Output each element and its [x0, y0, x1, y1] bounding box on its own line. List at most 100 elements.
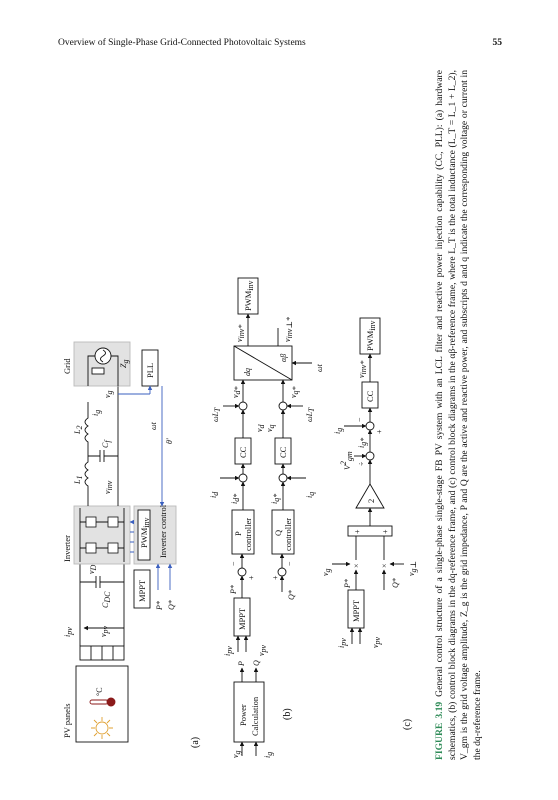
vq-star-label: vq* — [289, 386, 300, 398]
panel-b-label: (b) — [282, 708, 293, 720]
id-label: id — [209, 491, 220, 498]
figure-caption: FIGURE 3.19General control structure of … — [434, 70, 498, 760]
pwm-label-c: PWMinv — [365, 320, 377, 351]
pwm-label-a: PWMinv — [139, 517, 151, 548]
omega-t-label-b: ωt — [315, 363, 324, 372]
panel-c: (c) MPPT ipv vpv P* × vg Q* × vg⊥ — [321, 317, 418, 730]
ipv-label-c: ipv — [337, 638, 348, 648]
svg-text:×: × — [380, 563, 389, 568]
svg-text:Calculation: Calculation — [250, 696, 260, 736]
vd-star-label: vd* — [231, 386, 242, 398]
svg-text:+: + — [381, 529, 390, 534]
svg-text:CC: CC — [238, 446, 248, 458]
l2-label: L2 — [73, 426, 84, 435]
svg-text:P: P — [233, 531, 243, 536]
vg-label-a: vg — [103, 390, 114, 398]
cdc-label: CDC — [101, 591, 112, 608]
vinv-star-label-c: vinv* — [357, 361, 368, 378]
divide-junction — [365, 451, 375, 461]
inverter-bridge — [73, 505, 131, 565]
theta-label: θ' — [165, 438, 174, 444]
vpv-label-b: vpv — [257, 644, 268, 656]
vq-label: vq — [265, 424, 276, 432]
pv-panels-frame — [75, 665, 129, 743]
ig-label-a: ig — [91, 410, 102, 416]
panel-b: Power Calculation vg ig P Q (b) MPPT ipv… — [209, 277, 324, 758]
pwm-block-c — [359, 317, 381, 355]
ig-label-c: ig — [333, 428, 344, 434]
p-label-b: P — [237, 661, 246, 667]
svg-text:MPPT: MPPT — [351, 599, 361, 622]
vd-label: vd — [255, 423, 266, 432]
svg-text:−: − — [285, 561, 294, 566]
svg-text:MPPT: MPPT — [237, 607, 247, 630]
running-head: Overview of Single-Phase Grid-Connected … — [58, 38, 502, 52]
vg-label-c: vg — [321, 568, 332, 576]
svg-text:+: + — [247, 575, 256, 580]
pwm-label-b: PWMinv — [243, 280, 255, 311]
svg-text:CC: CC — [278, 446, 288, 458]
vinv-label: vinv — [103, 480, 114, 494]
panel-c-label: (c) — [402, 719, 413, 730]
panel-a-label: (a) — [190, 737, 201, 748]
vg-label-b: vg — [231, 750, 242, 758]
svg-text:Power: Power — [238, 704, 248, 726]
svg-text:controller: controller — [243, 518, 253, 551]
svg-text:dq: dq — [243, 368, 252, 376]
figure-caption-text: General control structure of a single-ph… — [434, 70, 483, 760]
sun-icon — [91, 717, 113, 739]
svg-text:−: − — [229, 561, 238, 566]
omega-l-label-top: ωLT — [211, 407, 222, 422]
figure-diagram: PV panels °C ipv vpv — [62, 277, 418, 758]
vinv-perp-label: vinv⊥* — [283, 317, 294, 342]
omega-l-label-bottom: ωLT — [305, 407, 316, 422]
gain-block — [355, 483, 385, 509]
pwm-block-b — [237, 277, 259, 315]
svg-text:MPPT: MPPT — [137, 579, 147, 602]
iq-label: iq — [305, 492, 316, 498]
svg-text:controller: controller — [283, 518, 293, 551]
svg-text:°C: °C — [95, 687, 104, 696]
svg-text:Q: Q — [273, 530, 283, 536]
svg-text:2: 2 — [366, 499, 376, 503]
dc-capacitor — [80, 576, 124, 588]
panel-a: PV panels °C ipv vpv — [62, 341, 201, 748]
id-star-label: id* — [230, 494, 241, 504]
p-summing-junction — [237, 567, 247, 577]
figure-3-19: PV panels °C ipv vpv — [58, 70, 430, 760]
l1-label: L1 — [73, 476, 84, 485]
ipv-label-b: ipv — [223, 646, 234, 656]
vpv-label: vpv — [99, 625, 110, 637]
q-label-b: Q — [252, 660, 261, 666]
svg-text:+: + — [271, 575, 280, 580]
q-star-label-c: Q* — [391, 578, 400, 588]
running-title: Overview of Single-Phase Grid-Connected … — [58, 38, 306, 48]
svg-text:P*: P* — [155, 601, 164, 611]
svg-text:×: × — [352, 563, 361, 568]
svg-text:CC: CC — [365, 390, 375, 402]
vdc-label: vDC — [87, 559, 98, 574]
svg-text:÷: ÷ — [357, 461, 366, 466]
lcl-filter — [84, 402, 89, 506]
svg-text:Inverter control: Inverter control — [158, 504, 168, 558]
p-star-label-c: P* — [343, 579, 352, 589]
svg-text:αβ: αβ — [279, 354, 288, 362]
filter-capacitor — [88, 450, 118, 462]
svg-text:Q*: Q* — [167, 600, 176, 610]
vpv-label-c: vpv — [371, 636, 382, 648]
grid-label: Grid — [62, 358, 72, 374]
thermometer-icon: °C — [89, 687, 116, 707]
zg-label: Zg — [119, 360, 130, 368]
vinv-star-label-b: vinv* — [235, 325, 246, 342]
power-calculation-block — [233, 681, 265, 743]
cf-label: Cf — [101, 439, 112, 448]
svg-text:−: − — [355, 417, 364, 422]
ipv-label: ipv — [63, 627, 74, 637]
ig-star-label: ig* — [357, 438, 368, 448]
vgm-sq-label: V2gm — [339, 451, 354, 470]
ig-label-b: ig — [263, 752, 274, 758]
rotated-figure-area: PV panels °C ipv vpv — [58, 70, 502, 760]
pv-panels-label: PV panels — [62, 703, 72, 738]
figure-caption-label: FIGURE 3.19 — [434, 701, 445, 760]
omega-t-label-a: ωt — [149, 421, 158, 430]
